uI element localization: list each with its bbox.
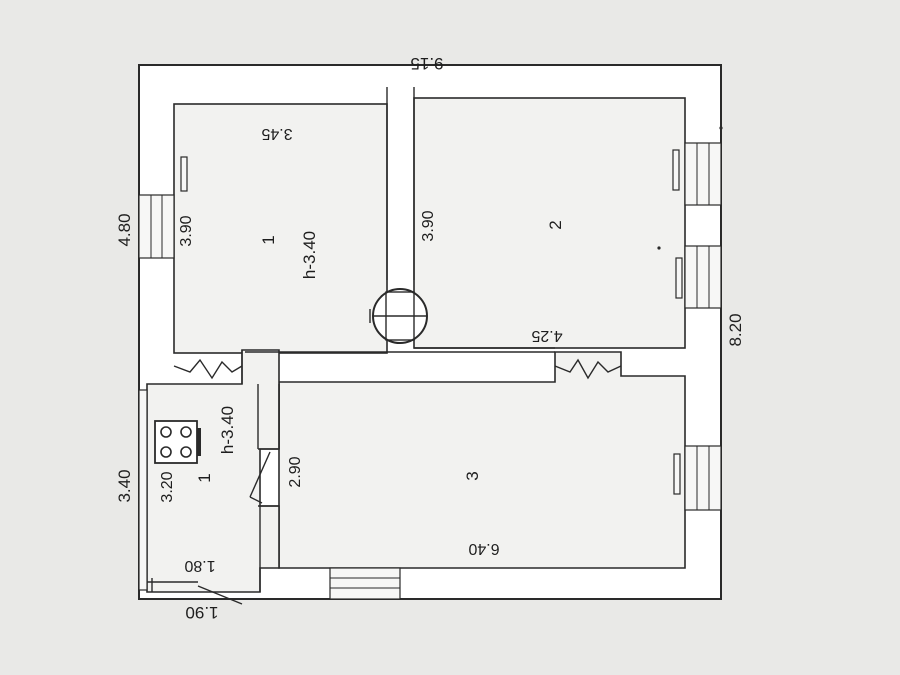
radiator xyxy=(675,257,683,299)
window-right-3 xyxy=(684,445,722,511)
window-right-1 xyxy=(684,142,722,206)
room1-ceiling: h-3.40 xyxy=(300,231,319,279)
dim-corridor-width: 4.25 xyxy=(531,327,562,344)
door-room1 xyxy=(173,358,243,380)
dim-left-lower: 3.40 xyxy=(115,469,134,502)
kitchen-ceiling: h-3.40 xyxy=(218,406,237,454)
dim-bottom-left: 1.90 xyxy=(185,603,218,622)
kitchen-area xyxy=(146,349,280,593)
dim-room2-height: 3.90 xyxy=(420,210,437,241)
dim-total-height: 8.20 xyxy=(726,313,745,346)
dim-left-upper: 4.80 xyxy=(115,213,134,246)
cooktop-icon xyxy=(154,420,201,464)
dim-entry-width: 1.80 xyxy=(184,557,215,574)
kitchen-number: 1 xyxy=(195,473,214,482)
room3-number: 3 xyxy=(463,471,482,480)
dim-room1-width: 3.45 xyxy=(261,125,292,142)
stove-icon xyxy=(369,288,428,344)
radiator xyxy=(672,149,680,191)
room1-number: 1 xyxy=(259,235,278,244)
window-left-upper xyxy=(138,194,175,259)
dim-total-width: 9.15 xyxy=(410,54,443,73)
door-room3 xyxy=(249,496,263,504)
radiator xyxy=(180,156,188,192)
room-3 xyxy=(278,351,686,569)
door-room2 xyxy=(554,358,622,380)
radiator xyxy=(673,453,681,495)
dim-room3-height: 2.90 xyxy=(287,456,304,487)
entry-door xyxy=(197,585,243,605)
dim-room1-height: 3.90 xyxy=(178,215,195,246)
room-2 xyxy=(413,97,686,349)
window-left-lower xyxy=(138,389,148,591)
window-bottom xyxy=(329,567,401,600)
window-right-2 xyxy=(684,245,722,309)
dim-room3-width: 6.40 xyxy=(468,540,499,557)
dim-kitchen-height: 3.20 xyxy=(159,471,176,502)
room2-number: 2 xyxy=(546,220,565,229)
room-1 xyxy=(173,103,388,354)
door-room3 xyxy=(249,451,271,498)
